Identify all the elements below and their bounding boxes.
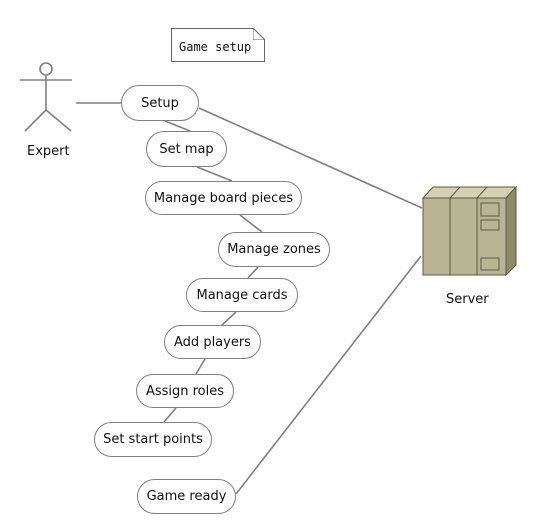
use-case-assign-roles[interactable]: Assign roles <box>136 374 234 408</box>
link-setmap-board <box>196 166 233 182</box>
use-case-manage-zones[interactable]: Manage zones <box>218 232 330 267</box>
note-fold-corner <box>253 28 265 40</box>
server-label: Server <box>446 292 489 307</box>
use-case-setup[interactable]: Setup <box>121 85 199 121</box>
note-text: Game setup <box>179 40 252 54</box>
link-setup-setmap <box>164 120 191 132</box>
link-board-zones <box>239 214 263 233</box>
use-case-manage-board-pieces[interactable]: Manage board pieces <box>145 181 302 215</box>
link-setup-server <box>198 107 423 209</box>
server-node-icon[interactable] <box>421 185 518 277</box>
use-case-set-map[interactable]: Set map <box>146 131 227 167</box>
link-zones-cards <box>247 266 259 279</box>
link-players-roles <box>195 358 206 375</box>
use-case-set-start-points[interactable]: Set start points <box>94 422 212 457</box>
link-cards-players <box>221 311 237 326</box>
use-case-add-players[interactable]: Add players <box>164 325 261 359</box>
link-gameready-server <box>235 255 422 495</box>
use-case-manage-cards[interactable]: Manage cards <box>186 278 298 312</box>
link-roles-startpoints <box>163 407 177 423</box>
expert-actor-icon[interactable] <box>20 62 72 132</box>
expert-label: Expert <box>27 144 70 159</box>
game-setup-note: Game setup <box>171 28 265 62</box>
use-case-game-ready[interactable]: Game ready <box>137 479 236 514</box>
